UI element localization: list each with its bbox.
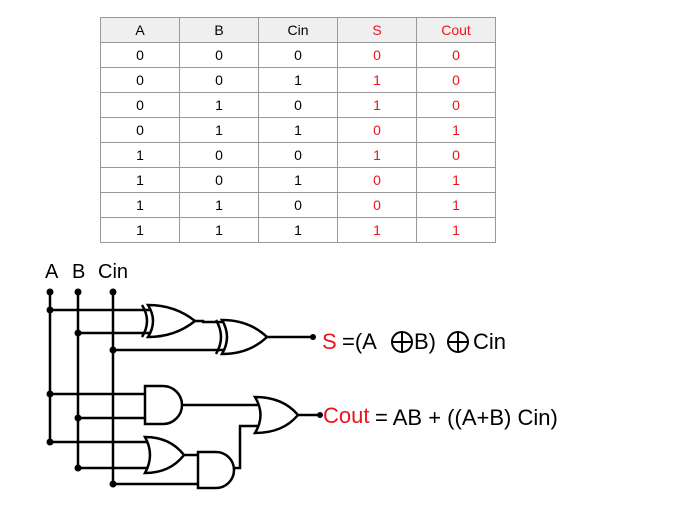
cell-a: 1	[100, 142, 180, 168]
junction-dot	[46, 306, 54, 314]
input-label-b: B	[72, 261, 85, 283]
and-gate-1	[143, 384, 184, 426]
cell-b: 0	[179, 142, 259, 168]
junction-dot	[109, 346, 117, 354]
cell-b: 1	[179, 217, 259, 243]
cell-a: 0	[100, 92, 180, 118]
xor-gate-2	[214, 318, 269, 356]
cell-cout: 1	[416, 192, 496, 218]
cell-s: 0	[337, 42, 417, 68]
junction-dot	[46, 390, 54, 398]
sum-equation-mid: B)	[414, 329, 436, 354]
sum-equation-suffix: Cin	[473, 329, 506, 354]
junction-dot	[109, 480, 117, 488]
cell-s: 1	[337, 217, 417, 243]
xor-symbol-icon	[447, 331, 469, 353]
wires	[48, 290, 322, 486]
column-header-cout: Cout	[416, 17, 496, 43]
cell-a: 0	[100, 42, 180, 68]
cell-cin: 1	[258, 217, 338, 243]
and-gate-2	[196, 450, 236, 490]
table-row: 0 0 0 0 0	[100, 42, 496, 68]
table-row: 0 1 1 0 1	[100, 117, 496, 143]
cell-cout: 1	[416, 217, 496, 243]
cell-s: 0	[337, 167, 417, 193]
sum-equation-prefix: =(A	[342, 329, 377, 354]
junction-dots	[46, 288, 323, 488]
gates	[140, 303, 300, 490]
cell-cin: 0	[258, 142, 338, 168]
cell-b: 1	[179, 117, 259, 143]
sum-output-label: S	[322, 329, 337, 354]
wire-xor1-xor2	[193, 319, 227, 324]
terminal-a	[46, 288, 54, 296]
truth-table-header-row: A B Cin S Cout	[100, 17, 496, 43]
column-header-cin: Cin	[258, 17, 338, 43]
cell-cout: 1	[416, 117, 496, 143]
table-row: 1 0 1 0 1	[100, 167, 496, 193]
table-row: 0 1 0 1 0	[100, 92, 496, 118]
terminal-cin	[109, 288, 117, 296]
column-header-s: S	[337, 17, 417, 43]
cell-cout: 1	[416, 167, 496, 193]
xor-gate-1	[140, 303, 198, 339]
sum-equation: S =(A B) Cin	[322, 329, 506, 354]
cell-cin: 1	[258, 167, 338, 193]
carry-equation: Cout = AB + ((A+B) Cin)	[323, 403, 558, 430]
wire-and2-or2	[232, 424, 260, 470]
column-header-a: A	[100, 17, 180, 43]
cell-cout: 0	[416, 92, 496, 118]
cell-b: 1	[179, 92, 259, 118]
cell-b: 0	[179, 67, 259, 93]
or-gate-1	[142, 435, 186, 475]
terminal-b	[74, 288, 82, 296]
input-label-cin: Cin	[98, 261, 128, 283]
table-row: 1 0 0 1 0	[100, 142, 496, 168]
xor-symbol-icon	[391, 331, 413, 353]
carry-output-label: Cout	[323, 403, 369, 428]
junction-dot	[74, 414, 82, 422]
cell-cin: 0	[258, 42, 338, 68]
truth-table: A B Cin S Cout 0 0 0 0 0 0 0 1 1 0 0 1 0…	[100, 17, 496, 243]
or-gate-2	[252, 395, 300, 435]
sum-output-terminal	[310, 334, 316, 340]
cell-s: 1	[337, 142, 417, 168]
cell-s: 1	[337, 92, 417, 118]
junction-dot	[74, 329, 82, 337]
junction-dot	[46, 438, 54, 446]
carry-equation-text: = AB + ((A+B) Cin)	[375, 405, 558, 430]
carry-output-terminal	[317, 412, 323, 418]
table-row: 1 1 1 1 1	[100, 217, 496, 243]
junction-dot	[74, 464, 82, 472]
input-label-a: A	[45, 261, 59, 283]
